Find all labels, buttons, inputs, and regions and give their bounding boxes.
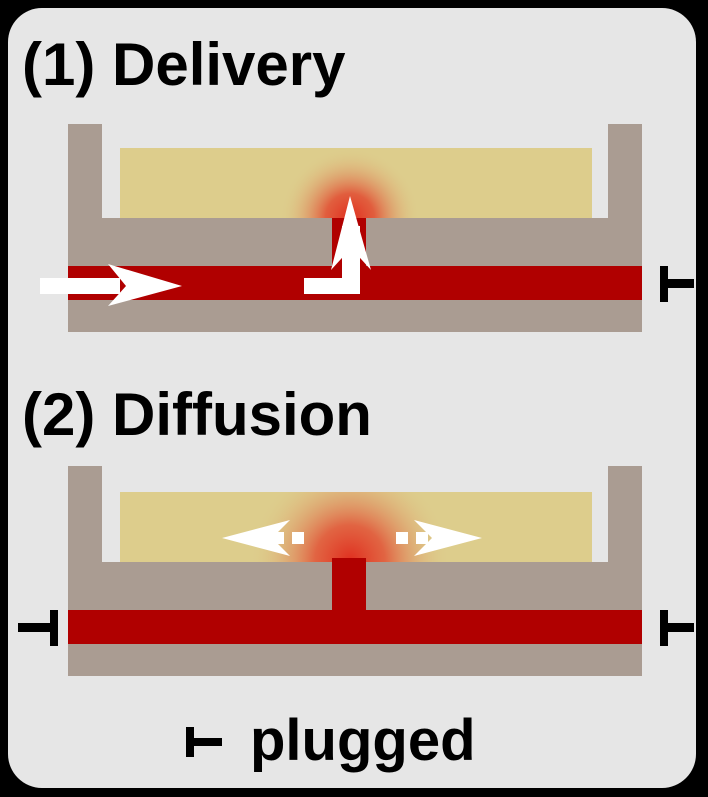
diffuse-left-arrow-icon [222,520,304,556]
legend: plugged [186,708,476,773]
plug-icon [660,266,694,302]
inflow-arrow-icon [40,264,182,306]
plug-icon [18,610,58,646]
legend-label: plugged [250,708,476,773]
lower-substrate [68,300,642,332]
left-wall [68,124,102,220]
title-diffusion: (2) Diffusion [22,381,372,448]
fluid-channel [68,610,642,644]
diffuse-right-arrow-icon [396,520,482,556]
title-delivery: (1) Delivery [22,31,346,98]
legend-plug-icon [186,727,222,757]
right-wall [608,466,642,562]
plug-icon [660,610,694,646]
lower-substrate [68,644,642,676]
device-delivery [68,124,642,332]
left-wall [68,466,102,562]
right-wall [608,124,642,220]
device-diffusion [68,466,642,676]
diffusion-spot [120,492,592,562]
delivery-spot [120,148,592,218]
upflow-arrow-icon [304,196,371,294]
outlet-channel [332,558,366,610]
